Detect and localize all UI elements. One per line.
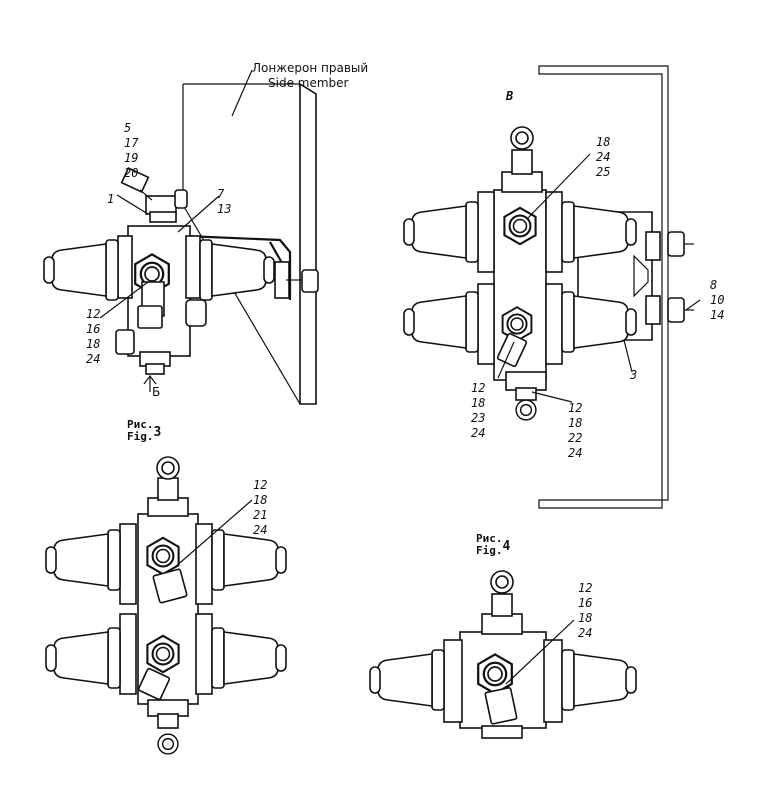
- callout-12-18-21-24: 12 18 21 24: [253, 478, 268, 537]
- fig4-caption: Рис. Fig.4: [476, 532, 511, 557]
- callout-12-18-22-24: 12 18 22 24: [568, 401, 583, 460]
- callout-18-24-25: 18 24 25: [596, 135, 611, 179]
- callout-3: 3: [630, 368, 638, 382]
- callout-7-13: 7 13: [217, 187, 232, 216]
- view-v-label: В: [506, 89, 514, 103]
- side-member-label-en: Side member: [268, 76, 349, 90]
- fig4-assembly: [369, 570, 636, 739]
- callout-8-10-14: 8 10 14: [710, 278, 725, 322]
- view-b-label: Б: [152, 385, 161, 399]
- callout-12-16-18-24-a: 12 16 18 24: [86, 307, 101, 366]
- bottom-left-assembly: [45, 456, 286, 755]
- view-v-assembly: [403, 65, 701, 509]
- callout-12-16-18-24-b: 12 16 18 24: [578, 581, 593, 640]
- fig3-caption: Рис. Fig.3: [127, 418, 162, 443]
- callout-1: 1: [107, 192, 115, 206]
- side-member-label-ru: Лонжерон правый: [252, 61, 369, 75]
- callout-5-17-19-20: 5 17 19 20: [124, 121, 139, 180]
- callout-12-18-23-24: 12 18 23 24: [471, 381, 486, 440]
- fig3-assembly: [43, 69, 319, 405]
